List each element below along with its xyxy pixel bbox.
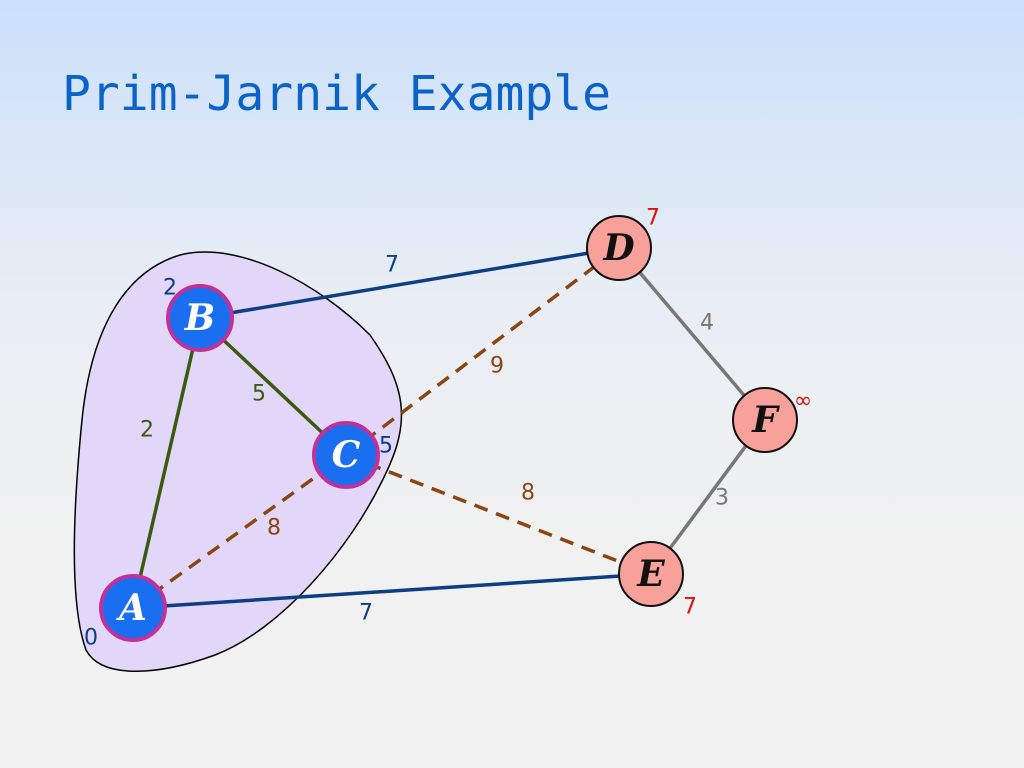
- distance-label-d: 7: [646, 206, 660, 231]
- vertex-b: B2: [163, 276, 234, 352]
- distance-label-e: 7: [683, 595, 697, 620]
- edge-weight-b-d: 7: [385, 253, 399, 278]
- vertex-label-d: D: [602, 227, 634, 269]
- edge-a-e: [132, 572, 652, 610]
- vertex-f: F∞: [732, 387, 812, 453]
- edge-weight-c-d: 9: [490, 354, 504, 379]
- edge-weight-d-f: 4: [700, 311, 714, 336]
- edge-b-d: [199, 246, 620, 320]
- vertex-label-f: F: [751, 399, 780, 441]
- edge-c-d: [344, 246, 621, 457]
- vertex-a: A0: [84, 574, 167, 651]
- distance-label-f: ∞: [794, 389, 812, 414]
- distance-label-a: 0: [84, 626, 98, 651]
- vertex-circle-f: [732, 387, 798, 453]
- edge-d-f: [617, 246, 767, 422]
- vertex-circle-a: [99, 574, 167, 642]
- vertex-label-e: E: [636, 553, 665, 595]
- edge-c-e: [345, 453, 652, 576]
- edge-weight-e-f: 3: [715, 486, 729, 511]
- vertex-circle-c: [312, 421, 380, 489]
- distance-label-b: 2: [163, 276, 177, 301]
- edge-weight-b-c: 5: [252, 382, 266, 407]
- vertex-circle-e: [618, 541, 684, 607]
- edge-weight-a-c: 8: [267, 516, 281, 541]
- cloud-region: [73, 251, 403, 672]
- vertex-label-b: B: [184, 297, 215, 339]
- vertex-circle-b: [166, 284, 234, 352]
- edge-weight-a-b: 2: [140, 418, 154, 443]
- vertex-d: D7: [586, 206, 660, 281]
- distance-label-c: 5: [379, 434, 393, 459]
- edge-a-c: [131, 453, 348, 610]
- vertex-circle-d: [586, 215, 652, 281]
- vertex-label-a: A: [116, 587, 147, 629]
- edge-weight-a-e: 7: [359, 601, 373, 626]
- edge-a-b: [131, 317, 202, 609]
- slide-title: Prim-Jarnik Example: [62, 66, 612, 122]
- vertex-label-c: C: [332, 434, 361, 476]
- edge-weight-c-e: 8: [521, 481, 535, 506]
- vertex-e: E7: [618, 541, 697, 620]
